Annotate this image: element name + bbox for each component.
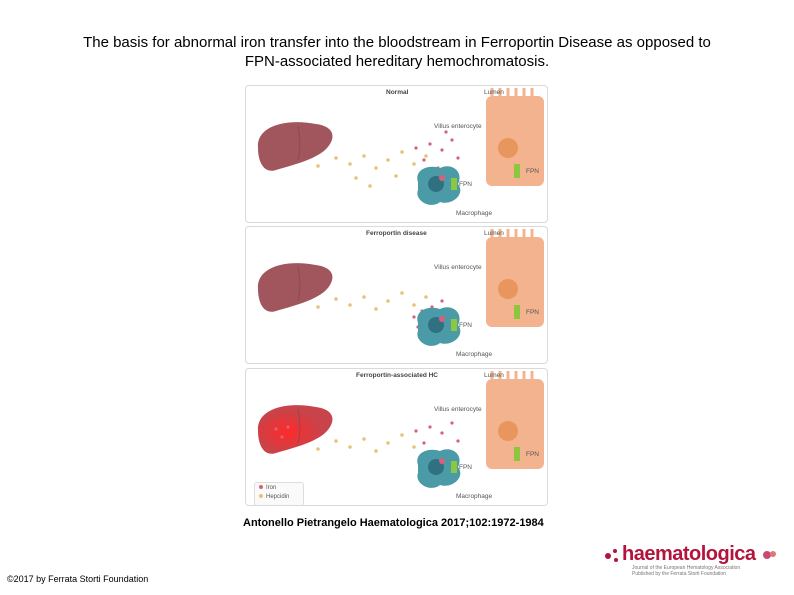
lumen-label: Lumen: [484, 89, 504, 96]
panel-ferroportin-disease: Ferroportin disease Lumen Villus enteroc…: [245, 226, 548, 364]
legend-item-hepcidin: Hepcidin: [259, 494, 289, 500]
fpn-icon: [514, 447, 520, 461]
iron-dots: [414, 130, 460, 170]
logo-word: haematologica: [622, 543, 756, 565]
hepcidin-dots: [316, 291, 428, 311]
iron-dots: [274, 421, 460, 445]
legend-label: Hepcidin: [266, 494, 290, 500]
macrophage-label: Macrophage: [456, 493, 493, 500]
logo-subtitle-line-2: Published by the Ferrata Storti Foundati…: [632, 571, 726, 577]
panel-illustration: [257, 88, 544, 205]
logo-mark-icon: [605, 549, 618, 562]
title-line-1: The basis for abnormal iron transfer int…: [83, 34, 711, 51]
panel-title: Ferroportin-associated HC: [356, 372, 438, 379]
figure: Normal Lumen Villus enterocyte FPN FPN M…: [245, 85, 549, 506]
fpn-label-macrophage: FPN: [459, 322, 472, 329]
panel-normal: Normal Lumen Villus enterocyte FPN FPN M…: [245, 85, 548, 223]
panel-illustration: [257, 371, 544, 488]
legend-label: Iron: [266, 485, 277, 491]
panel-illustration: [257, 229, 544, 346]
fpn-label-enterocyte: FPN: [526, 451, 539, 458]
hepcidin-dots: [316, 433, 416, 453]
macrophage-label: Macrophage: [456, 351, 493, 358]
slide-title: The basis for abnormal iron transfer int…: [20, 33, 774, 71]
legend: Iron Hepcidin: [254, 482, 304, 505]
logo-subtitle: Journal of the European Hematology Assoc…: [632, 565, 740, 577]
legend-item-iron: Iron: [259, 485, 276, 491]
fpn-label-enterocyte: FPN: [526, 168, 539, 175]
liver-icon: [257, 263, 333, 312]
logo-subtitle-line-1: Journal of the European Hematology Assoc…: [632, 565, 741, 571]
macrophage-label: Macrophage: [456, 210, 493, 217]
liver-iron-overload-icon: [257, 405, 333, 454]
villus-label: Villus enterocyte: [434, 123, 482, 130]
iron-dot-icon: [259, 485, 263, 490]
liver-icon: [257, 122, 333, 171]
haematologica-logo: haematologica Journal of the European He…: [600, 543, 780, 579]
hepcidin-dots: [316, 150, 428, 188]
hepcidin-dot-icon: [259, 494, 263, 499]
panel-title: Ferroportin disease: [366, 230, 427, 237]
villus-label: Villus enterocyte: [434, 264, 482, 271]
fpn-label-enterocyte: FPN: [526, 309, 539, 316]
fpn-icon: [514, 305, 520, 319]
panel-ferroportin-associated-hc: Ferroportin-associated HC Lumen Villus e…: [245, 368, 548, 506]
logo-cells-icon: [763, 551, 776, 559]
title-line-2: FPN-associated hereditary hemochromatosi…: [244, 53, 550, 70]
lumen-label: Lumen: [484, 372, 504, 379]
figure-caption: Antonello Pietrangelo Haematologica 2017…: [243, 517, 544, 529]
copyright: ©2017 by Ferrata Storti Foundation: [7, 574, 149, 584]
fpn-label-macrophage: FPN: [459, 464, 472, 471]
panel-title: Normal: [386, 89, 409, 96]
fpn-icon: [514, 164, 520, 178]
villus-label: Villus enterocyte: [434, 406, 482, 413]
lumen-label: Lumen: [484, 230, 504, 237]
fpn-label-macrophage: FPN: [459, 181, 472, 188]
